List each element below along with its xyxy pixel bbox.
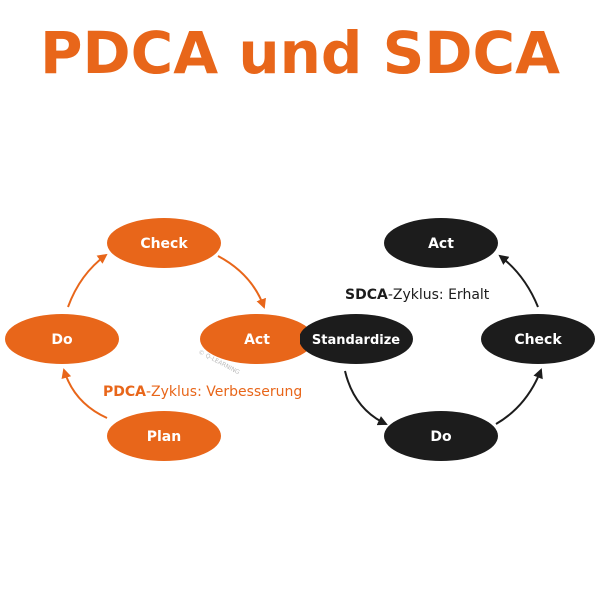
pdca-arrow-plan-do xyxy=(61,368,108,419)
pdca-arrow-check-act xyxy=(217,255,266,309)
pdca-node-check-label: Check xyxy=(140,236,188,252)
sdca-caption-rest: -Zyklus: Erhalt xyxy=(388,287,490,303)
pdca-node-do: Do xyxy=(5,314,119,364)
pdca-arrow-do-check xyxy=(67,253,108,308)
sdca-node-check-label: Check xyxy=(514,332,562,348)
pdca-node-do-label: Do xyxy=(51,332,73,348)
sdca-arrow-standardize-do xyxy=(344,370,388,426)
sdca-node-do: Do xyxy=(384,411,498,461)
pdca-node-act-label: Act xyxy=(244,332,270,348)
diagram-title: PDCA und SDCA xyxy=(40,19,560,87)
sdca-node-act: Act xyxy=(384,218,498,268)
sdca-node-act-label: Act xyxy=(428,236,454,252)
pdca-node-plan-label: Plan xyxy=(147,429,181,445)
sdca-caption-bold: SDCA xyxy=(345,287,388,303)
sdca-arrow-do-check xyxy=(495,368,543,425)
sdca-node-check: Check xyxy=(481,314,595,364)
sdca-arrow-check-act xyxy=(498,254,539,308)
pdca-caption-bold: PDCA xyxy=(103,384,146,400)
pdca-caption: PDCA-Zyklus: Verbesserung xyxy=(103,384,302,400)
sdca-caption: SDCA-Zyklus: Erhalt xyxy=(345,287,490,303)
sdca-node-do-label: Do xyxy=(430,429,452,445)
pdca-node-check: Check xyxy=(107,218,221,268)
pdca-node-plan: Plan xyxy=(107,411,221,461)
pdca-node-act: Act xyxy=(200,314,314,364)
sdca-node-standardize-label: Standardize xyxy=(312,333,400,348)
pdca-caption-rest: -Zyklus: Verbesserung xyxy=(146,384,302,400)
sdca-node-standardize: Standardize xyxy=(300,314,413,364)
